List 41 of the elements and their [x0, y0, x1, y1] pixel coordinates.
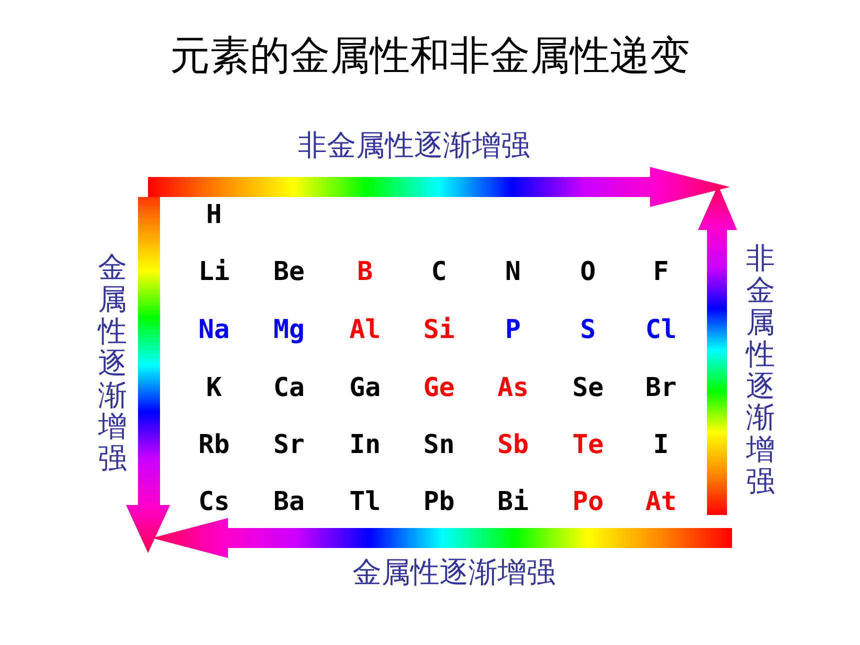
element-symbol: N — [505, 257, 521, 287]
element-symbol: Te — [572, 430, 604, 460]
element-symbol: Cl — [645, 315, 677, 345]
element-symbol: Bi — [497, 487, 529, 517]
element-symbol: H — [206, 200, 222, 230]
element-symbol: As — [497, 373, 529, 403]
element-symbol: O — [580, 257, 596, 287]
element-symbol: Pb — [423, 487, 455, 517]
arrow-label: 金属性逐渐增强 — [98, 252, 127, 476]
element-symbol: In — [349, 430, 381, 460]
element-symbol: Br — [645, 373, 677, 403]
element-symbol: Rb — [198, 430, 230, 460]
element-symbol: Li — [198, 257, 230, 287]
element-symbol: Al — [349, 315, 381, 345]
element-symbol: Ca — [273, 373, 305, 403]
element-symbol: C — [431, 257, 447, 287]
element-symbol: S — [580, 315, 596, 345]
arrow-label: 金属性逐渐增强 — [352, 554, 556, 591]
element-symbol: K — [206, 373, 222, 403]
element-symbol: Ge — [423, 373, 455, 403]
element-symbol: Si — [423, 315, 455, 345]
title: 元素的金属性和非金属性递变 — [169, 32, 691, 81]
element-symbol: Ba — [273, 487, 305, 517]
arrow-label: 非金属性逐渐增强 — [746, 243, 775, 498]
element-symbol: P — [505, 315, 521, 345]
element-symbol: Se — [572, 373, 604, 403]
element-symbol: Mg — [273, 315, 305, 345]
element-symbol: Tl — [349, 487, 381, 517]
element-symbol: Cs — [198, 487, 230, 517]
arrow-label: 非金属性逐渐增强 — [298, 127, 530, 164]
element-symbol: B — [357, 257, 373, 287]
element-symbol: I — [653, 430, 669, 460]
element-symbol: Na — [198, 315, 230, 345]
element-symbol: Sn — [423, 430, 455, 460]
element-symbol: Ga — [349, 373, 381, 403]
element-symbol: Po — [572, 487, 604, 517]
element-symbol: Sr — [273, 430, 305, 460]
element-symbol: F — [653, 257, 669, 287]
element-symbol: Be — [273, 257, 305, 287]
element-symbol: Sb — [497, 430, 529, 460]
element-symbol: At — [645, 487, 677, 517]
